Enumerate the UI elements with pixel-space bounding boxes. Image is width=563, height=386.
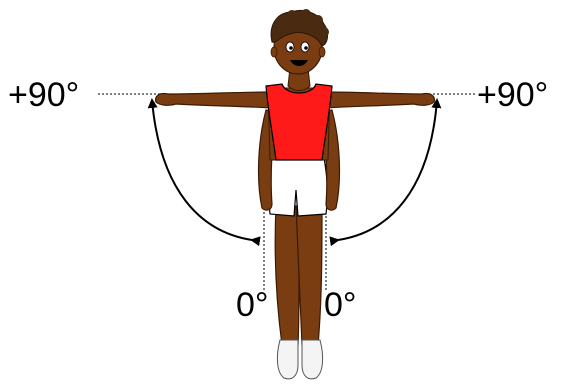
left-raised-arm [156,92,272,108]
shorts [269,158,328,216]
left-leg [275,206,300,345]
right-raised-arm [326,92,434,108]
red-tank-top [266,84,332,160]
left-shoe [277,340,298,379]
person-figure [156,9,435,379]
right-shoe [302,340,323,379]
left-zero-degree-label: 0° [236,288,269,322]
right-plus-90-degree-label: +90° [477,78,548,112]
right-rotation-arrow [338,100,437,240]
right-zero-degree-label: 0° [324,288,357,322]
left-rotation-arrow [152,100,252,240]
right-leg [296,206,322,345]
left-plus-90-degree-label: +90° [8,78,79,112]
